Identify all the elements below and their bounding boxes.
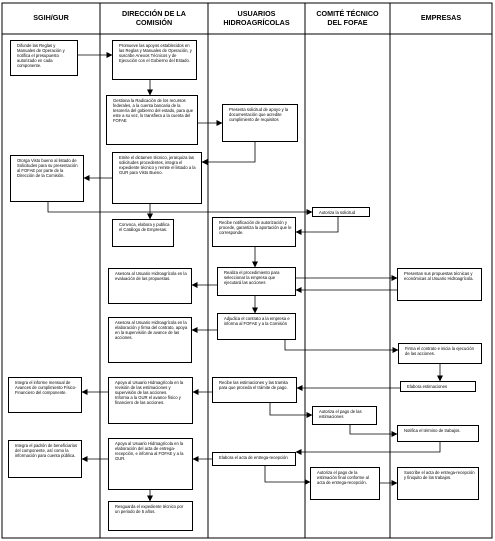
step-difunde-reglas: Difunde las Reglas y Manuales de Operaci…: [10, 40, 78, 76]
step-promueve-apoyos: Promueve las apoyos establecidos en las …: [112, 40, 197, 80]
step-notifica-termino: Notifica el término de trabajos.: [397, 425, 479, 442]
lane-header-comite: COMITÉ TÉCNICO DEL FOFAE: [316, 9, 379, 27]
step-otorga-visto-bueno: Otorga Visto bueno al listado de Solicit…: [10, 155, 84, 202]
step-apoya-acta: Apoya al Usuario Hidroagrícola en la ela…: [108, 438, 193, 490]
step-asesora-evaluacion: Asesora al Usuario Hidroagrícola en la e…: [108, 268, 192, 304]
lane-header-usuarios: USUARIOS HIDROAGRÍCOLAS: [223, 9, 290, 27]
connector-4-6: [201, 142, 256, 165]
connector-5-7: [47, 202, 313, 215]
step-emite-dictamen: Emite el dictamen técnico, jerarquiza la…: [112, 152, 202, 204]
step-realiza-procedimiento: Realiza el procedimiento para selecciona…: [217, 267, 296, 296]
step-apoya-revision: Apoya al Usuario Hidroagrícola en la rev…: [108, 377, 193, 424]
step-elabora-acta: Elabora el acta de entrega-recepción: [212, 452, 296, 466]
step-suscribe-acta: Suscribe el acta de entrega-recepción y …: [397, 467, 479, 500]
connector-24-25: [264, 466, 311, 485]
connector-14-15: [284, 340, 399, 353]
connector-19-20: [269, 403, 313, 418]
step-presentan-propuestas: Presentan sus propuestas técnicas y econ…: [397, 268, 482, 301]
connector-7-9: [295, 217, 339, 235]
step-autoriza-solicitud: Autoriza la solicitud: [312, 207, 370, 217]
step-adjudica-contrato: Adjudica el contrato a la empresa e info…: [217, 313, 296, 340]
step-autoriza-pago: Autoriza el pago de las estimaciones: [312, 406, 377, 425]
step-integra-padron: Integra el padrón de beneficiarios del c…: [8, 440, 82, 478]
step-asesora-contrato: Asesora al Usuario Hidroagrícola en la e…: [108, 317, 192, 363]
connector-21-24: [295, 442, 441, 455]
step-recibe-notificacion: Recibe notificación de autorización y pr…: [212, 217, 296, 247]
step-recibe-estimaciones: Recibe las estimaciones y las tramita pa…: [212, 377, 297, 403]
lane-header-empresas: EMPRESAS: [420, 13, 462, 23]
step-elabora-estimaciones: Elabora estimaciones: [400, 381, 476, 392]
step-presenta-solicitud: Presenta solicitud de apoyo y la documen…: [222, 104, 298, 142]
connector-20-21: [349, 425, 398, 437]
step-gestiona-radicacion: Gestiona la Radicación de los recursos f…: [106, 95, 198, 145]
step-autoriza-pago-final: Autoriza el pago de la estimación final …: [310, 467, 380, 500]
lane-header-sgih: SGIH/GUR: [33, 13, 69, 23]
step-resguarda-expediente: Resguarda el expediente técnico por un p…: [108, 501, 193, 531]
lane-header-direccion: DIRECCIÓN DE LA COMISIÓN: [122, 9, 186, 27]
step-integra-informe: Integra el informe mensual de Avances de…: [8, 377, 82, 413]
step-firma-contrato: Firma el contrato e inicia la ejecución …: [398, 343, 482, 364]
step-convoca-catalogo: Convoca, elabora y publica el Catálogo d…: [112, 219, 174, 247]
